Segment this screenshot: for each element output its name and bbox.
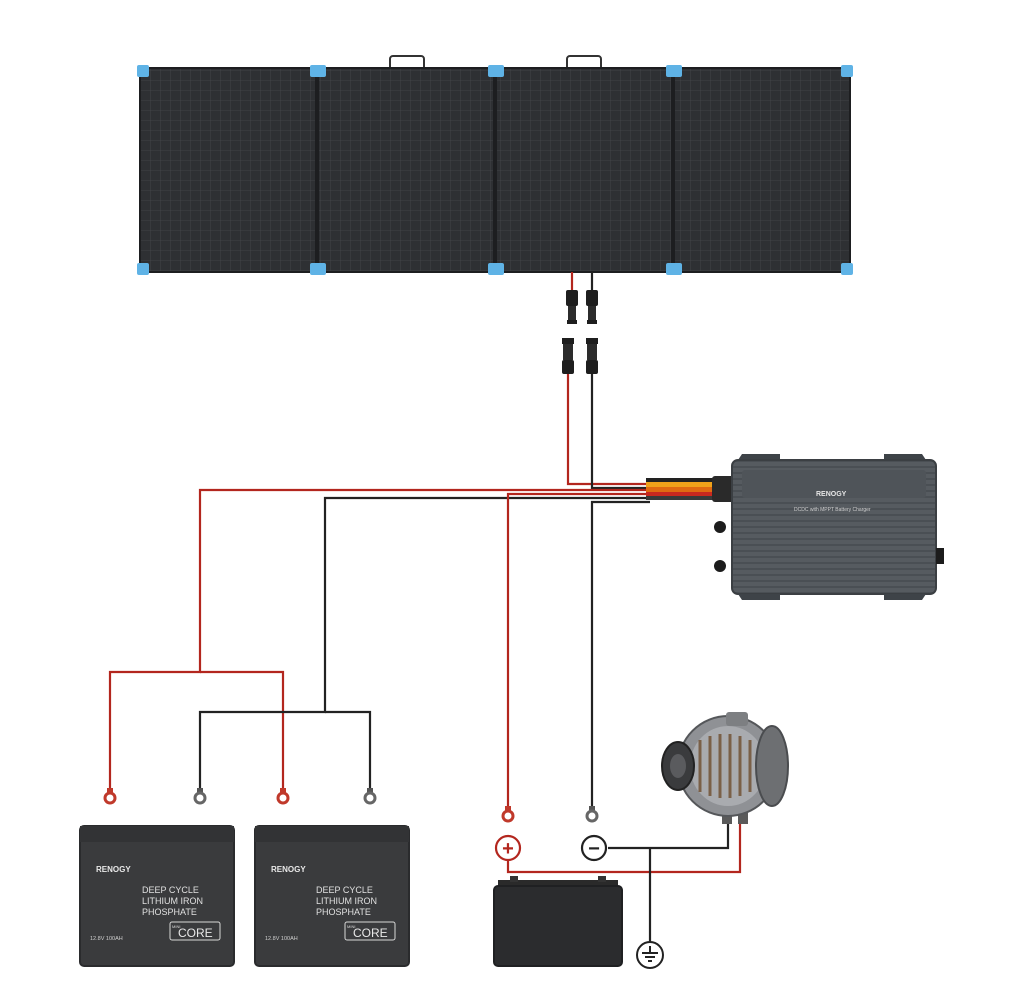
battery-badge: CORE <box>353 926 388 940</box>
battery-line2: LITHIUM IRON <box>142 896 203 906</box>
panel-section-1 <box>139 67 317 273</box>
panel-section-2 <box>317 67 495 273</box>
starter-negative-wire <box>590 500 650 806</box>
panel-corners <box>137 65 853 275</box>
wiring <box>108 272 742 944</box>
ring-terminal-positive <box>103 788 117 805</box>
mc4-connector-positive-upper <box>566 290 578 324</box>
battery-brand: RENOGY <box>271 865 306 874</box>
charger-wire-bundle <box>646 476 734 502</box>
house-battery-negative-branch <box>325 710 372 788</box>
mc4-connector-negative-upper <box>586 290 598 324</box>
house-battery-positive-wire <box>108 488 650 788</box>
solar-positive-wire <box>566 372 650 486</box>
starter-positive-wire <box>506 492 650 806</box>
battery-spec: 12.8V 100AH <box>90 936 123 942</box>
mc4-connector-positive-lower <box>562 338 574 374</box>
charger-port <box>714 560 726 572</box>
battery-brand: RENOGY <box>96 865 131 874</box>
house-battery-1: RENOGY DEEP CYCLE LITHIUM IRON PHOSPHATE… <box>79 825 235 967</box>
ring-terminals <box>103 788 599 823</box>
battery-line3: PHOSPHATE <box>316 907 371 917</box>
ring-terminal-negative <box>193 788 207 805</box>
battery-badge-small: MINI <box>347 924 355 929</box>
house-battery-positive-branch <box>200 670 285 788</box>
battery-badge-box <box>169 921 221 941</box>
battery-line1: DEEP CYCLE <box>142 885 199 895</box>
panel-section-4 <box>673 67 851 273</box>
dcdc-charger: RENOGY DCDC with MPPT Battery Charger <box>714 454 944 600</box>
solar-negative-wire <box>590 372 650 490</box>
alternator-negative-wire <box>608 820 730 850</box>
ring-terminal-positive <box>276 788 290 805</box>
ring-terminal-negative <box>363 788 377 805</box>
ring-terminal-positive <box>501 806 515 823</box>
positive-symbol: + <box>494 834 522 862</box>
house-battery-negative-wire <box>198 496 650 788</box>
ground-icon <box>636 941 664 969</box>
charger-switch <box>936 548 944 564</box>
battery-spec: 12.8V 100AH <box>265 936 298 942</box>
battery-badge: CORE <box>178 926 213 940</box>
panel-section-3 <box>495 67 673 273</box>
battery-line2: LITHIUM IRON <box>316 896 377 906</box>
mc4-connectors <box>562 290 598 374</box>
positive-symbol-label: + <box>502 838 514 860</box>
house-battery-2: RENOGY DEEP CYCLE LITHIUM IRON PHOSPHATE… <box>254 825 410 967</box>
charger-brand: RENOGY <box>816 491 847 498</box>
charger-port <box>714 521 726 533</box>
negative-symbol-label: − <box>588 838 600 860</box>
battery-badge-box <box>344 921 396 941</box>
solar-panel <box>137 55 853 275</box>
starter-battery <box>493 876 623 967</box>
alternator-positive-wire <box>506 820 742 874</box>
alternator <box>661 712 789 824</box>
mc4-connector-negative-lower <box>586 338 598 374</box>
ring-terminal-negative <box>585 806 599 823</box>
charger-model-text: DCDC with MPPT Battery Charger <box>794 507 871 513</box>
negative-symbol: − <box>580 834 608 862</box>
battery-line1: DEEP CYCLE <box>316 885 373 895</box>
battery-line3: PHOSPHATE <box>142 907 197 917</box>
battery-badge-small: MINI <box>172 924 180 929</box>
